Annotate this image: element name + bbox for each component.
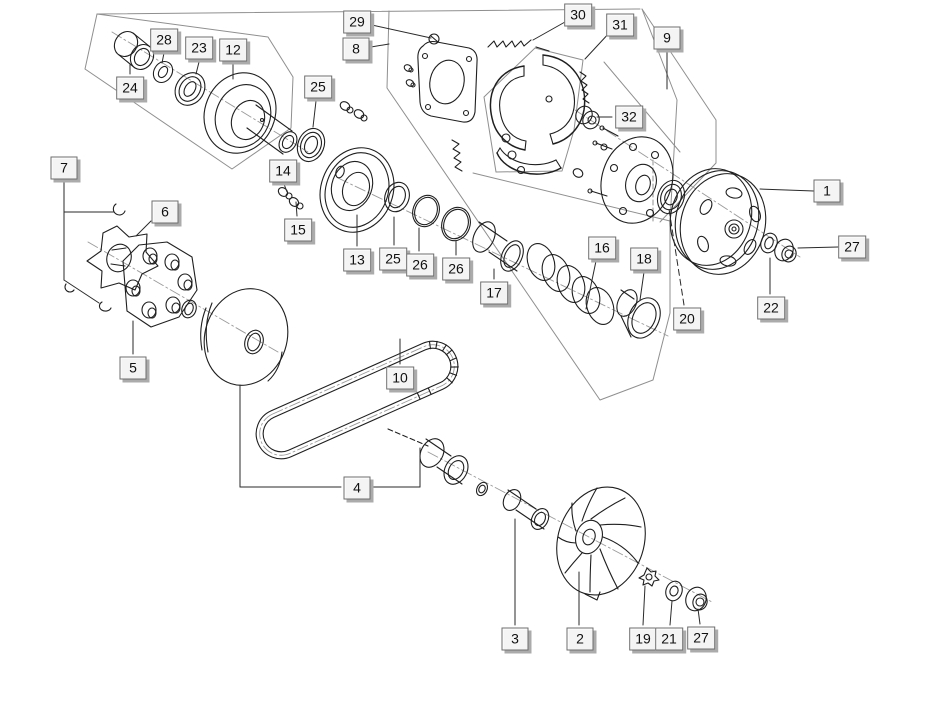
- bushing-24: [113, 30, 155, 71]
- nut-32: [575, 105, 600, 130]
- v-belt-10: [255, 340, 459, 460]
- leader-line-21: [669, 600, 673, 626]
- part-label-16[interactable]: 16: [588, 236, 616, 260]
- part-label-3[interactable]: 3: [501, 627, 529, 651]
- leader-line-25: [312, 100, 317, 128]
- shoe-spring-right: [579, 71, 590, 104]
- part-label-32[interactable]: 32: [615, 105, 643, 129]
- part-label-13[interactable]: 13: [343, 248, 371, 272]
- screw-29: [428, 33, 440, 45]
- part-label-29[interactable]: 29: [343, 10, 371, 34]
- leader-line-6: [135, 220, 152, 237]
- part-label-8[interactable]: 8: [342, 37, 370, 61]
- leader-line-16: [585, 260, 597, 310]
- leader-line-30: [532, 21, 566, 41]
- part-label-5[interactable]: 5: [119, 356, 147, 380]
- clutch-spring-16: [526, 243, 615, 325]
- retainer-clips-7: [64, 203, 126, 312]
- clutch-carrier-plate: [587, 125, 674, 224]
- snap-ring-26a: [412, 194, 440, 228]
- shoe-spring-left: [451, 139, 463, 172]
- leader-line-29: [371, 24, 432, 39]
- part-label-23[interactable]: 23: [185, 36, 213, 60]
- leader-line-15: [295, 201, 298, 217]
- part-label-6[interactable]: 6: [151, 200, 179, 224]
- seal-23: [174, 72, 206, 106]
- leader-line-27: [797, 246, 839, 249]
- part-label-19[interactable]: 19: [629, 627, 657, 651]
- part-label-1[interactable]: 1: [813, 179, 841, 203]
- leader-line-23: [195, 61, 200, 75]
- part-label-27[interactable]: 27: [838, 235, 866, 259]
- part-label-27[interactable]: 27: [687, 626, 715, 650]
- spring-collar-17: [472, 221, 524, 272]
- small-pins: [339, 101, 368, 122]
- leader-line-7: [63, 279, 100, 304]
- spring-30: [487, 39, 532, 48]
- spacer-sleeve-3: [502, 489, 550, 530]
- part-label-26[interactable]: 26: [406, 253, 434, 277]
- leader-line-18: [639, 271, 645, 301]
- leader-line-27: [697, 608, 701, 625]
- drive-pulley-shaft-12: [203, 72, 298, 155]
- washer-21: [665, 580, 683, 602]
- roller-cylinder-4: [419, 438, 469, 485]
- cam-plate-6: [86, 225, 159, 291]
- leader-lines: [63, 21, 839, 626]
- part-label-10[interactable]: 10: [386, 366, 414, 390]
- star-washer-19: [638, 567, 660, 587]
- cooling-fan-2: [556, 486, 646, 601]
- part-label-12[interactable]: 12: [219, 38, 247, 62]
- part-label-30[interactable]: 30: [564, 3, 592, 27]
- flange-nut-27-bottom: [685, 586, 708, 612]
- drive-pulley-disc: [200, 288, 289, 386]
- part-label-25[interactable]: 25: [304, 75, 332, 99]
- part-label-2[interactable]: 2: [566, 627, 594, 651]
- axis-lines: [87, 31, 801, 603]
- snap-ring-26b: [441, 206, 471, 242]
- o-ring: [475, 481, 489, 497]
- leader-line-1: [759, 188, 815, 192]
- clutch-bell-1: [669, 168, 767, 275]
- leader-line-14: [283, 183, 288, 193]
- part-label-18[interactable]: 18: [630, 247, 658, 271]
- part-label-31[interactable]: 31: [606, 13, 634, 37]
- part-label-24[interactable]: 24: [116, 76, 144, 100]
- flange-hub-13: [319, 147, 395, 233]
- leader-line-28: [161, 52, 165, 64]
- ring-25: [384, 181, 410, 213]
- roller-weight-plate-5: [122, 241, 198, 328]
- part-label-28[interactable]: 28: [150, 28, 178, 52]
- leader-line-8: [370, 43, 390, 48]
- part-label-25[interactable]: 25: [379, 247, 407, 271]
- part-label-7[interactable]: 7: [50, 156, 78, 180]
- belt-align-line: [387, 428, 429, 447]
- part-label-21[interactable]: 21: [655, 627, 683, 651]
- part-label-20[interactable]: 20: [673, 307, 701, 331]
- part-label-17[interactable]: 17: [480, 281, 508, 305]
- clutch-shoe-assembly: [489, 46, 608, 178]
- part-label-22[interactable]: 22: [757, 296, 785, 320]
- leader-line-19: [642, 585, 646, 626]
- circlip-small: [181, 299, 197, 319]
- bearing-25-top: [296, 127, 326, 163]
- gasket-plate: [403, 40, 478, 123]
- part-label-15[interactable]: 15: [284, 218, 312, 242]
- part-label-14[interactable]: 14: [269, 159, 297, 183]
- part-label-26[interactable]: 26: [442, 257, 470, 281]
- nut-27-right: [774, 238, 797, 263]
- part-label-9[interactable]: 9: [653, 26, 681, 50]
- leader-line-20: [668, 208, 685, 306]
- spring-cup-18: [616, 289, 661, 339]
- part-label-4[interactable]: 4: [343, 476, 371, 500]
- washer-28: [152, 60, 174, 84]
